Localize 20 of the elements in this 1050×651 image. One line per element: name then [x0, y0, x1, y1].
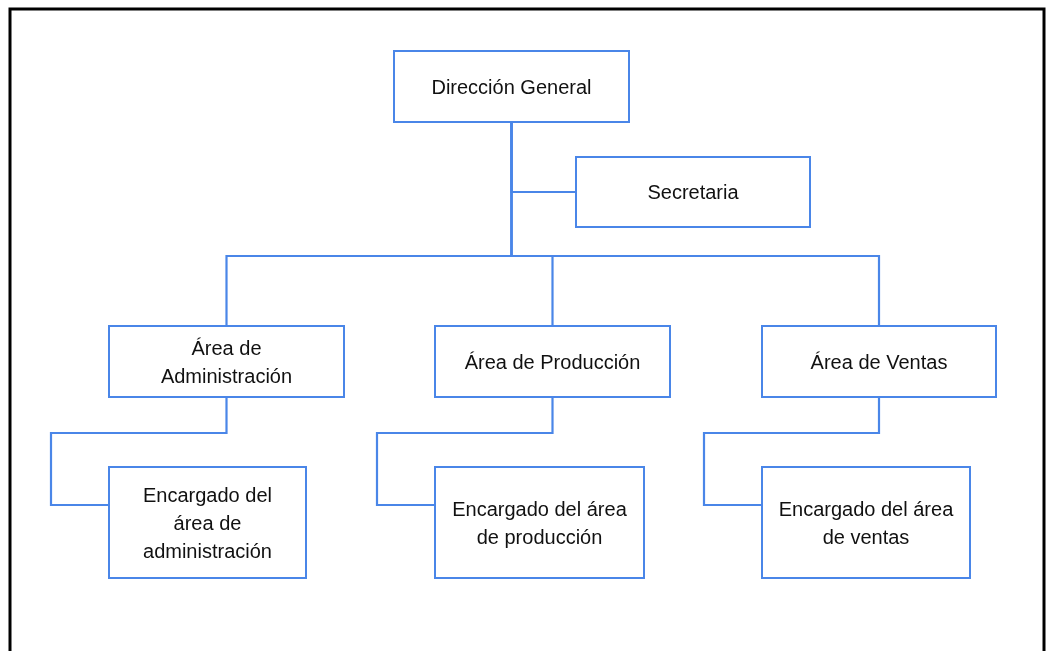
box-label: Encargado del área de ventas: [777, 496, 955, 550]
connector-line: [49, 398, 228, 507]
org-box: [761, 466, 971, 579]
connector-line: [702, 398, 881, 507]
connector-line: [375, 398, 554, 507]
org-box: [108, 325, 345, 398]
org-box: [108, 466, 307, 579]
box-label: Dirección General: [431, 74, 592, 100]
box-label: Encargado del área de administración: [142, 482, 273, 564]
box-label: Área de Producción: [464, 349, 641, 375]
box-label: Área de Administración: [159, 335, 294, 389]
connector-line: [510, 123, 881, 325]
box-label: Encargado del área de producción: [451, 496, 628, 550]
org-box: [434, 466, 645, 579]
org-box: [575, 156, 811, 228]
box-label: Secretaria: [647, 180, 739, 205]
org-box: [761, 325, 997, 398]
org-box: [434, 325, 671, 398]
org-box: [393, 50, 630, 123]
box-label: Área de Ventas: [810, 349, 948, 375]
